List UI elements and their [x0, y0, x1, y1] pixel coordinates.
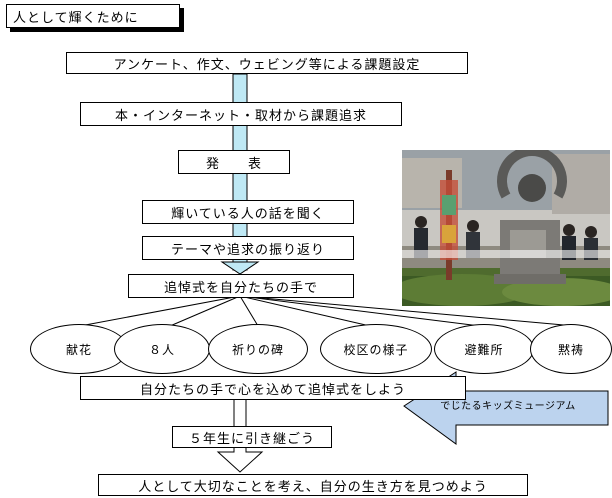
- lower-connector: [233, 397, 247, 429]
- digital-kids-museum-label: でじたるキッズミュージアム: [440, 400, 576, 412]
- step-presentation: 発 表: [178, 150, 290, 174]
- down-block-arrow: [216, 445, 264, 473]
- step-memorial-ourselves: 追悼式を自分たちの手で: [128, 274, 354, 298]
- memorial-ceremony-photo: [402, 150, 610, 306]
- step-listen-talk: 輝いている人の話を聞く: [142, 200, 354, 224]
- step-issue-setting: アンケート、作文、ウェビング等による課題設定: [66, 52, 468, 74]
- step-way-of-life: 人として大切なことを考え、自分の生き方を見つめよう: [98, 474, 528, 496]
- down-chevron-arrow: [220, 261, 260, 275]
- activity-silent-prayer: 黙祷: [530, 324, 612, 374]
- step-reflection: テーマや追求の振り返り: [142, 236, 354, 260]
- activity-prayer-monument: 祈りの碑: [208, 324, 308, 374]
- activity-shelter: 避難所: [434, 324, 534, 374]
- page-title: 人として輝くために: [6, 4, 180, 28]
- activity-flower-offering: 献花: [30, 324, 128, 374]
- activity-eight-people: ８人: [114, 324, 210, 374]
- step-issue-research: 本・インターネット・取材から課題追求: [80, 102, 402, 126]
- step-memorial-with-heart: 自分たちの手で心を込めて追悼式をしよう: [80, 376, 466, 400]
- activity-school-district: 校区の様子: [320, 324, 432, 374]
- step-pass-to-fifth-grade: ５年生に引き継ごう: [172, 426, 332, 448]
